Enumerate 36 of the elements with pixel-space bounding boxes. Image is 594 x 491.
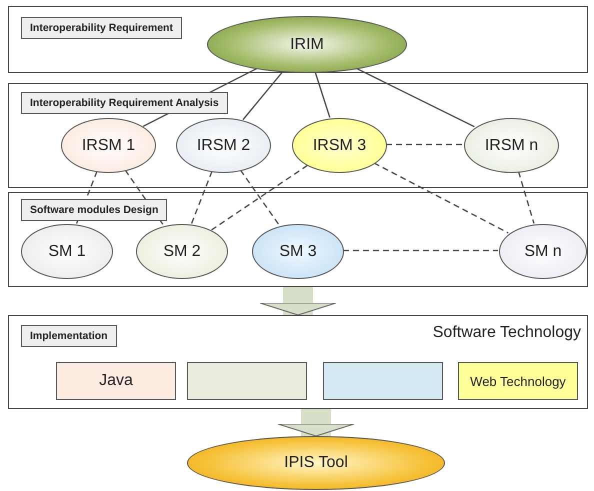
connector-line: [386, 144, 463, 146]
module-ellipse: IRIM: [207, 16, 407, 73]
connector-line: [211, 164, 308, 230]
block-arrow: [278, 409, 354, 436]
module-ellipse: IRSM 1: [61, 118, 156, 173]
section-heading: Interoperability Requirement: [21, 17, 182, 39]
module-ellipse: IRSM 2: [176, 118, 271, 173]
technology-box: [323, 362, 443, 400]
section-panel: [8, 6, 588, 73]
connector-line: [356, 68, 475, 128]
module-ellipse: IPIS Tool: [187, 436, 445, 490]
connector-line: [343, 250, 498, 252]
block-arrow: [260, 287, 336, 316]
module-ellipse: SM 1: [21, 224, 113, 279]
connector-line: [190, 171, 213, 224]
connector-line: [314, 72, 330, 118]
section-panel: [8, 315, 588, 409]
connector-line: [242, 70, 284, 120]
connector-line: [76, 171, 98, 224]
section-panel: [8, 192, 588, 287]
module-ellipse: SM n: [499, 224, 587, 279]
section-heading: Software modules Design: [21, 199, 168, 221]
section-note: Software Technology: [432, 324, 581, 342]
connector-line: [240, 170, 280, 226]
module-ellipse: SM 2: [136, 224, 228, 279]
module-ellipse: SM 3: [252, 224, 344, 279]
module-ellipse: IRSM 3: [292, 118, 387, 173]
connector-line: [374, 162, 508, 234]
technology-box: Web Technology: [458, 362, 578, 400]
technology-box: [187, 362, 307, 400]
section-heading: Interoperability Requirement Analysis: [21, 92, 228, 114]
section-panel: [8, 83, 588, 188]
technology-box: Java: [56, 362, 176, 400]
section-heading: Implementation: [21, 325, 117, 347]
module-ellipse: IRSM n: [464, 118, 559, 173]
connector-line: [518, 171, 535, 224]
